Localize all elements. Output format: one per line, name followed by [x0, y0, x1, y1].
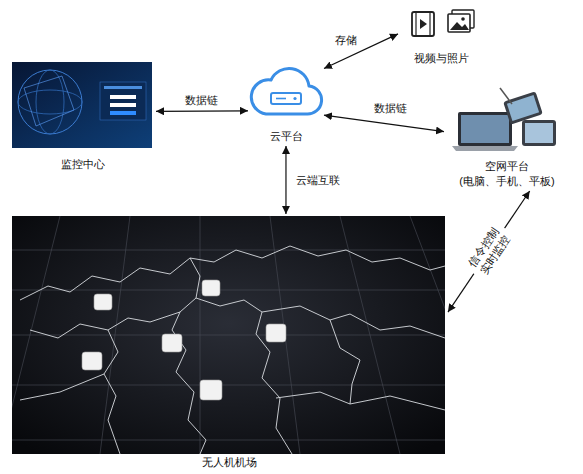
connector-arrow: [285, 146, 286, 214]
device-icons: [500, 88, 512, 104]
map-panel: [20, 374, 104, 400]
connector-arrow: [324, 34, 398, 69]
connector-arrow: [324, 115, 444, 131]
map-panel: [100, 216, 130, 454]
device-icons: [461, 115, 509, 143]
monitor-screen: [12, 62, 152, 148]
monitor-screen: [110, 95, 136, 99]
edge-label: 数据链: [372, 101, 409, 115]
map-panel: [410, 216, 445, 454]
monitor-screen: [24, 76, 74, 126]
edge-label: 信令控制 实时监控: [462, 221, 516, 282]
monitor-screen: [100, 82, 146, 120]
media-icons: [461, 17, 465, 21]
cloud-icon: [251, 68, 321, 114]
hangar-icons: [82, 280, 286, 400]
node-label: 无人机机场: [202, 455, 257, 470]
hangar-icons: [162, 334, 182, 352]
media-icons: [412, 12, 434, 36]
map-panel: [12, 216, 445, 454]
media-icons: [448, 14, 470, 32]
node-label: 云平台: [270, 129, 303, 144]
map-panel: [276, 392, 445, 410]
node-label: 空网平台: [485, 159, 529, 174]
map-panel: [12, 216, 445, 454]
edge-label: 存储: [333, 33, 359, 47]
hangar-icons: [200, 380, 222, 400]
map-panel: [30, 298, 445, 338]
cloud-icon: [276, 98, 286, 100]
media-icons: [450, 22, 469, 30]
diagram-node: 空网平台(电脑、手机、平板): [444, 83, 570, 191]
cloud-icon: [271, 93, 301, 104]
media-icons: [420, 19, 427, 29]
edge-label: 云端互联: [294, 173, 342, 187]
hangar-icons: [82, 352, 102, 370]
cloud-icon: [293, 97, 296, 100]
device-icons: [525, 123, 553, 143]
map-panel: [330, 320, 360, 404]
map-panel: [12, 216, 60, 454]
device-icons: [507, 95, 539, 121]
map-panel: [0, 216, 500, 454]
media-icons: [429, 12, 430, 36]
map-panel: [12, 440, 445, 441]
connector-arrow: [156, 110, 248, 112]
monitor-screen: [110, 103, 136, 107]
map-panel: [20, 246, 445, 454]
monitor-screen: [18, 70, 82, 134]
diagram-node: 云平台: [248, 58, 324, 146]
device-icons: [503, 91, 543, 124]
map-panel: [200, 216, 201, 454]
device-icons: [522, 120, 556, 146]
hangar-icons: [94, 294, 112, 310]
hangar-icons: [266, 324, 286, 342]
media-icons: [412, 10, 474, 36]
monitor-screen: [110, 111, 136, 115]
device-icons: [452, 146, 518, 151]
diagram-node: 监控中心: [10, 60, 156, 174]
map-panel: [104, 330, 120, 454]
diagram-node: 视频与照片: [398, 6, 484, 68]
map-panel: [256, 312, 292, 454]
device-icons: [452, 88, 556, 151]
diagram-node: 无人机机场: [10, 214, 448, 472]
edge-label: 数据链: [183, 93, 220, 107]
node-label: 监控中心: [61, 157, 105, 172]
cloud-icon: [251, 68, 321, 114]
hangar-icons: [202, 280, 220, 296]
map-panel: [20, 246, 445, 300]
media-icons: [415, 12, 416, 36]
map-panel: [12, 335, 445, 336]
map-panel: [12, 290, 445, 291]
monitor-screen: [104, 86, 142, 89]
connector-arrow: [448, 191, 530, 312]
device-icons: [458, 112, 512, 146]
map-panel: [12, 250, 445, 251]
monitor-screen: [12, 62, 152, 148]
node-label: 视频与照片: [414, 51, 469, 66]
node-label: (电脑、手机、平板): [459, 174, 554, 189]
map-panel: [190, 258, 200, 298]
